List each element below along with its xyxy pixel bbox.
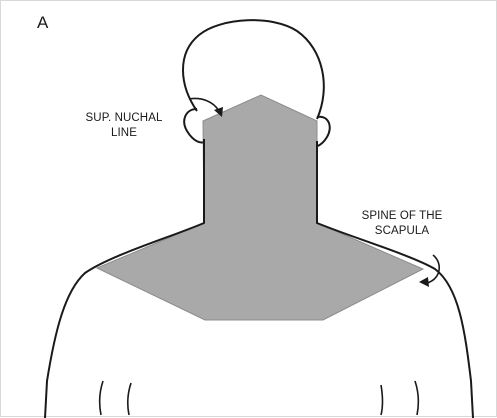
- right-armpit-line: [415, 381, 418, 415]
- right-back-line: [381, 385, 383, 415]
- sup-nuchal-line-label-line2: LINE: [69, 126, 179, 141]
- panel-label: A: [37, 13, 48, 33]
- spine-of-scapula-label: SPINE OF THE SCAPULA: [347, 209, 457, 239]
- scapula-arrowhead: [419, 277, 429, 287]
- left-armpit-line: [100, 381, 103, 415]
- spine-of-scapula-label-line1: SPINE OF THE: [347, 209, 457, 224]
- sup-nuchal-line-label-line1: SUP. NUCHAL: [69, 111, 179, 126]
- left-back-line: [128, 383, 131, 415]
- spine-of-scapula-label-line2: SCAPULA: [347, 224, 457, 239]
- sup-nuchal-line-label: SUP. NUCHAL LINE: [69, 111, 179, 141]
